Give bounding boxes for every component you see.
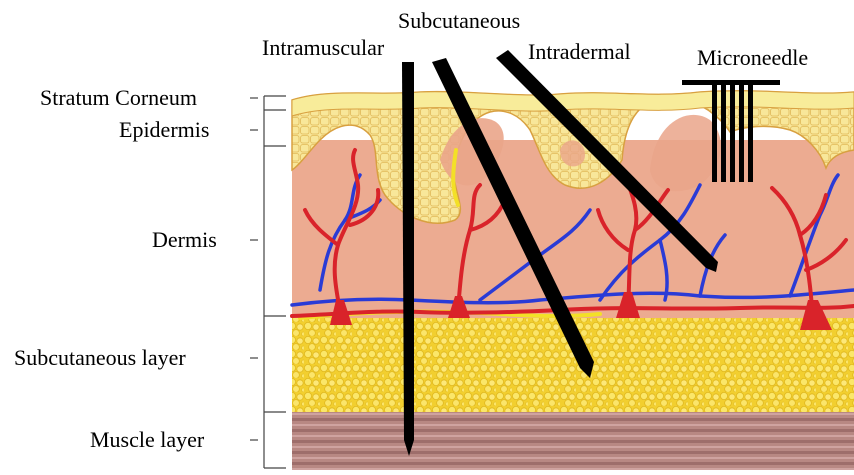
microneedle-pin xyxy=(748,85,753,182)
label-subcutaneous-layer: Subcutaneous layer xyxy=(14,347,186,369)
muscle-layer-region xyxy=(292,410,854,470)
microneedle-pin xyxy=(712,85,717,182)
intramuscular-needle xyxy=(402,62,414,456)
layer-scale-bracket xyxy=(250,96,286,468)
microneedle-pin xyxy=(739,85,744,182)
label-subcutaneous: Subcutaneous xyxy=(398,10,520,32)
label-stratum-corneum: Stratum Corneum xyxy=(40,87,197,109)
label-dermis: Dermis xyxy=(152,229,217,251)
microneedle-pin xyxy=(721,85,726,182)
label-muscle-layer: Muscle layer xyxy=(90,429,204,451)
microneedle-base xyxy=(682,80,780,85)
label-intramuscular: Intramuscular xyxy=(262,37,384,59)
microneedle-pin xyxy=(730,85,735,182)
label-epidermis: Epidermis xyxy=(119,119,209,141)
label-microneedle: Microneedle xyxy=(697,47,808,69)
label-intradermal: Intradermal xyxy=(528,41,631,63)
